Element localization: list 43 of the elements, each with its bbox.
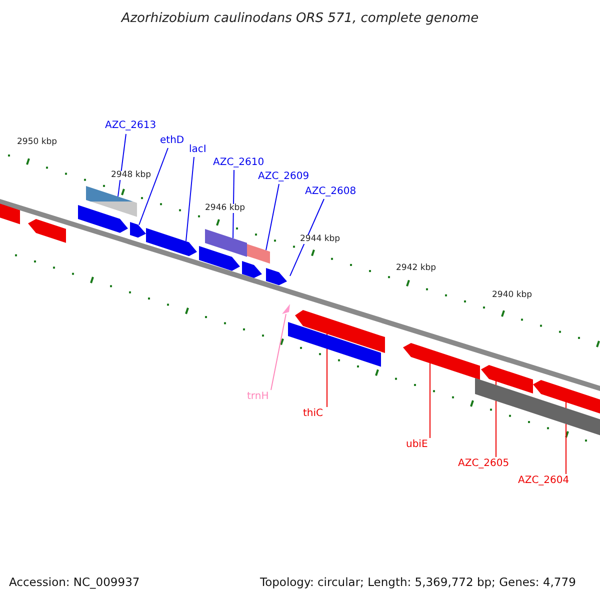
gene-feature xyxy=(242,261,262,278)
gene-label: thiC xyxy=(303,409,324,419)
gene-label: AZC_2613 xyxy=(105,121,156,131)
gene-label: lacI xyxy=(189,145,206,155)
scale-label: 2950 kbp xyxy=(17,138,58,146)
genome-info-text: Topology: circular; Length: 5,369,772 bp; Genes: 4,779 xyxy=(260,577,576,588)
leader-line xyxy=(118,134,126,198)
gene-label: AZC_2608 xyxy=(305,187,356,197)
gene-feature xyxy=(86,186,137,217)
gene-feature xyxy=(205,229,247,257)
scale-label: 2948 kbp xyxy=(111,171,152,180)
accession-text: Accession: NC_009937 xyxy=(9,577,140,588)
scale-label: 2940 kbp xyxy=(492,291,532,300)
trna-marker xyxy=(282,304,290,314)
gene-feature xyxy=(481,364,533,394)
leader-line xyxy=(232,170,234,239)
gene-feature xyxy=(533,380,600,416)
scale-label: 2942 kbp xyxy=(396,264,436,272)
gene-feature xyxy=(146,228,197,256)
gene-feature xyxy=(78,205,128,233)
title: Azorhizobium caulinodans ORS 571, complete genome xyxy=(120,12,480,25)
leader-line xyxy=(270,314,286,390)
gene-label: ethD xyxy=(160,136,184,146)
scale-label: 2944 kbp xyxy=(300,235,340,244)
gene-label: AZC_2605 xyxy=(458,459,510,469)
gene-feature xyxy=(288,322,381,367)
gene-label: AZC_2610 xyxy=(213,158,264,168)
gene-feature xyxy=(295,310,385,353)
leader-line xyxy=(138,148,168,226)
gene-feature xyxy=(199,246,240,271)
gene-feature xyxy=(130,222,146,238)
gene-feature xyxy=(28,218,66,243)
gene-feature xyxy=(266,268,287,286)
gene-label: AZC_2604 xyxy=(518,476,570,486)
scale-label: 2946 kbp xyxy=(205,204,246,212)
leader-line xyxy=(290,198,324,276)
gene-label: trnH xyxy=(247,392,269,402)
gene-label: AZC_2609 xyxy=(258,172,310,182)
leader-line xyxy=(186,156,194,242)
gene-feature xyxy=(403,342,480,380)
leader-line xyxy=(266,184,280,251)
gene-label: ubiE xyxy=(406,440,428,450)
gene-feature xyxy=(247,244,270,264)
